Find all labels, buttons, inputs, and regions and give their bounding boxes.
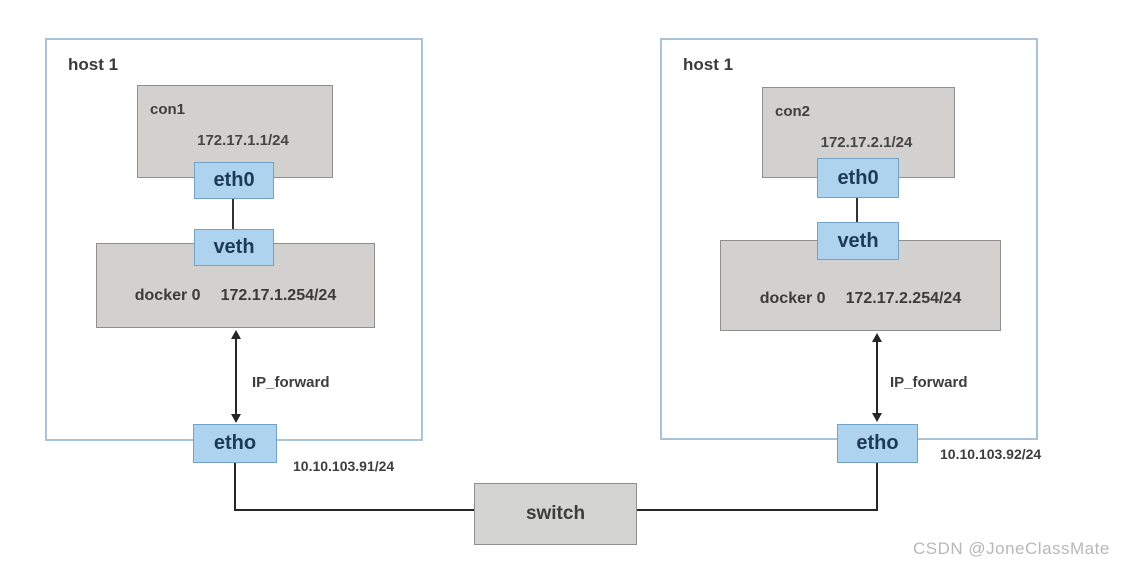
host2-arrowhead-up <box>872 333 882 342</box>
host1-eth0-node: eth0 <box>194 162 274 199</box>
host2-bridge-ip: 172.17.2.254/24 <box>845 290 962 307</box>
host2-container-ip: 172.17.2.1/24 <box>820 134 913 151</box>
host2-title: host 1 <box>683 55 734 74</box>
host1-eth0-veth-link <box>232 197 234 231</box>
host2-switch-link-vertical <box>876 463 878 511</box>
csdn-watermark: CSDN @JoneClassMate <box>913 539 1110 558</box>
host1-arrowhead-down <box>231 414 241 423</box>
host1-veth-node: veth <box>194 229 274 266</box>
host2-ip-label: 10.10.103.92/24 <box>940 446 1042 462</box>
host2-eth0-node: eth0 <box>817 158 899 198</box>
host2-container-name: con2 <box>775 103 811 120</box>
host1-container-name: con1 <box>150 101 186 118</box>
host1-bridge-ip: 172.17.1.254/24 <box>220 287 337 304</box>
host1-container-ip: 172.17.1.1/24 <box>197 132 289 149</box>
host2-bridge-name: docker 0 <box>759 290 826 307</box>
host1-ip-forward-label: IP_forward <box>252 374 330 391</box>
host2-etho-node: etho <box>837 424 918 463</box>
host2-ip-forward-label: IP_forward <box>890 374 968 391</box>
host1-switch-link-horizontal <box>234 509 475 511</box>
switch-node: switch <box>474 483 637 545</box>
host2-forward-arrow-line <box>876 341 878 415</box>
host1-switch-link-vertical <box>234 463 236 511</box>
host2-veth-node: veth <box>817 222 899 260</box>
host1-bridge-name: docker 0 <box>134 287 201 304</box>
host1-arrowhead-up <box>231 330 241 339</box>
host1-etho-node: etho <box>193 424 277 463</box>
host2-arrowhead-down <box>872 413 882 422</box>
host2-switch-link-horizontal <box>637 509 877 511</box>
host1-ip-label: 10.10.103.91/24 <box>293 458 395 474</box>
host1-forward-arrow-line <box>235 338 237 416</box>
host1-title: host 1 <box>68 55 119 74</box>
host2-eth0-veth-link <box>856 196 858 224</box>
